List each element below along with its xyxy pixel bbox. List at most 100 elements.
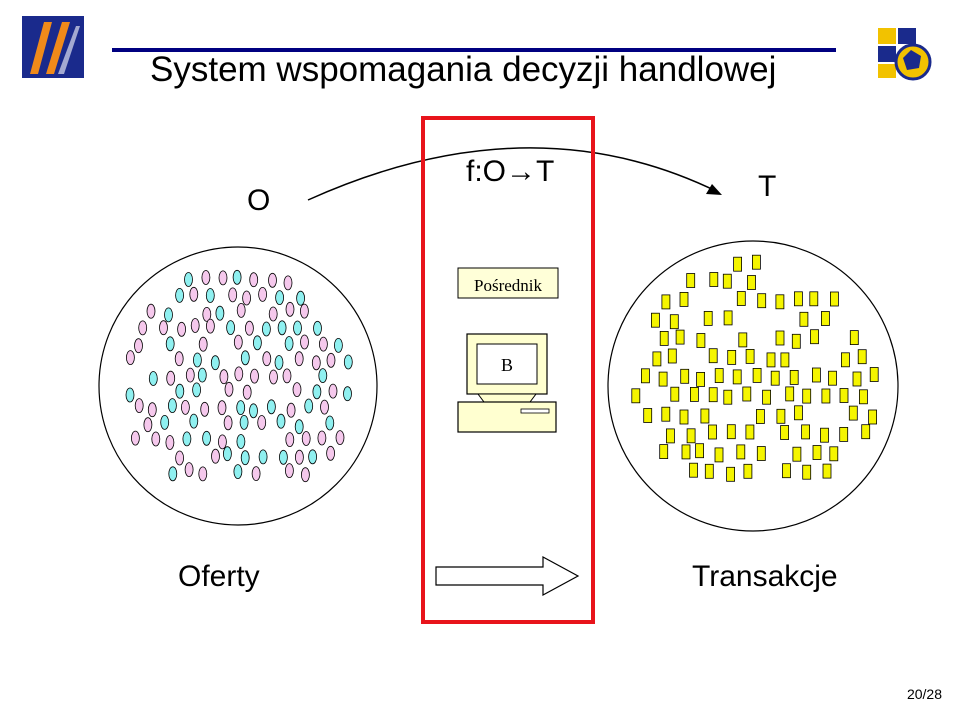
transaction-rect	[868, 409, 877, 425]
offer-oval	[239, 414, 249, 430]
transaction-rect	[780, 352, 790, 368]
transaction-rect	[801, 424, 810, 440]
offer-oval	[328, 383, 338, 399]
offer-oval	[197, 367, 207, 383]
offer-oval	[249, 272, 259, 288]
transaction-rect	[667, 348, 677, 364]
offer-oval	[182, 431, 192, 447]
broker-highlight-frame	[421, 116, 595, 624]
transaction-rect	[727, 349, 737, 365]
offer-oval	[189, 413, 199, 429]
offer-oval	[258, 286, 268, 302]
transaction-rect	[841, 352, 850, 368]
offer-oval	[160, 414, 170, 430]
transaction-rect	[802, 388, 812, 404]
institute-logo-icon	[878, 28, 932, 81]
transaction-rect	[809, 291, 819, 307]
transaction-rect	[745, 348, 755, 364]
transaction-rect	[738, 332, 748, 348]
offer-oval	[308, 449, 318, 465]
offer-oval	[326, 352, 336, 368]
offer-oval	[268, 272, 277, 288]
offer-oval	[294, 351, 304, 367]
offer-oval	[240, 350, 250, 366]
transaction-rect	[830, 291, 839, 307]
computer-label: B	[501, 355, 513, 375]
offer-oval	[190, 318, 200, 333]
transaction-rect	[782, 463, 791, 479]
offer-oval	[125, 387, 135, 403]
offer-oval	[198, 466, 208, 482]
transaction-rect	[709, 272, 719, 287]
offer-oval	[210, 355, 220, 371]
transaction-rect	[723, 310, 733, 326]
transaction-rect	[661, 294, 671, 310]
transaction-rect	[792, 446, 802, 462]
offer-oval	[236, 400, 246, 416]
offer-oval	[283, 275, 293, 291]
transaction-rect	[762, 389, 771, 405]
offer-oval	[192, 382, 202, 398]
offer-oval	[167, 398, 177, 414]
transaction-rect	[752, 254, 761, 270]
offer-oval	[180, 399, 190, 415]
transaction-rect	[820, 427, 829, 443]
transaction-rect	[821, 388, 831, 404]
offer-oval	[217, 400, 227, 416]
transaction-rect	[708, 348, 718, 364]
offer-oval	[325, 415, 335, 431]
transaction-rect	[745, 424, 755, 440]
offer-oval	[244, 320, 254, 336]
transaction-rect	[726, 466, 735, 482]
offer-oval	[200, 401, 210, 417]
offer-oval	[168, 466, 178, 482]
offer-oval	[285, 301, 295, 317]
offer-oval	[300, 334, 309, 350]
offer-oval	[192, 352, 202, 368]
offer-oval	[284, 336, 294, 351]
offer-oval	[165, 435, 175, 450]
offer-oval	[130, 430, 140, 446]
transaction-rect	[708, 424, 717, 440]
offer-oval	[343, 354, 353, 370]
transaction-rect	[680, 368, 690, 384]
transaction-rect	[849, 330, 859, 346]
offer-oval	[294, 419, 304, 435]
transaction-rect	[679, 291, 689, 307]
offer-oval	[138, 320, 148, 336]
transaction-rect	[659, 330, 669, 346]
offer-oval	[292, 382, 302, 398]
transaction-rect	[690, 386, 699, 402]
offer-oval	[146, 303, 156, 319]
computer-icon	[457, 333, 557, 433]
offer-oval	[285, 432, 295, 448]
offer-oval	[219, 369, 229, 385]
offers-label: Oferty	[178, 560, 260, 593]
transactions-set-label: T	[758, 170, 777, 203]
offer-oval	[242, 290, 252, 306]
transaction-rect	[828, 370, 837, 386]
offer-oval	[294, 449, 304, 465]
offer-oval	[317, 430, 327, 446]
right-arrow-icon	[435, 555, 580, 597]
offer-oval	[304, 398, 314, 414]
transaction-rect	[695, 443, 704, 459]
offer-oval	[215, 305, 225, 321]
transaction-rect	[732, 369, 742, 385]
transaction-rect	[794, 405, 803, 421]
transaction-rect	[747, 275, 756, 290]
transaction-rect	[708, 387, 718, 403]
transaction-rect	[703, 310, 713, 326]
offers-ovals	[125, 269, 353, 483]
transaction-rect	[756, 446, 766, 461]
offer-oval	[166, 370, 176, 386]
title-rule	[112, 48, 836, 52]
transaction-rect	[757, 293, 767, 309]
offer-oval	[201, 270, 211, 285]
transaction-rect	[696, 371, 705, 387]
transaction-rect	[675, 329, 685, 345]
offer-oval	[269, 369, 278, 385]
transaction-rect	[799, 311, 809, 327]
transaction-rect	[714, 447, 724, 463]
